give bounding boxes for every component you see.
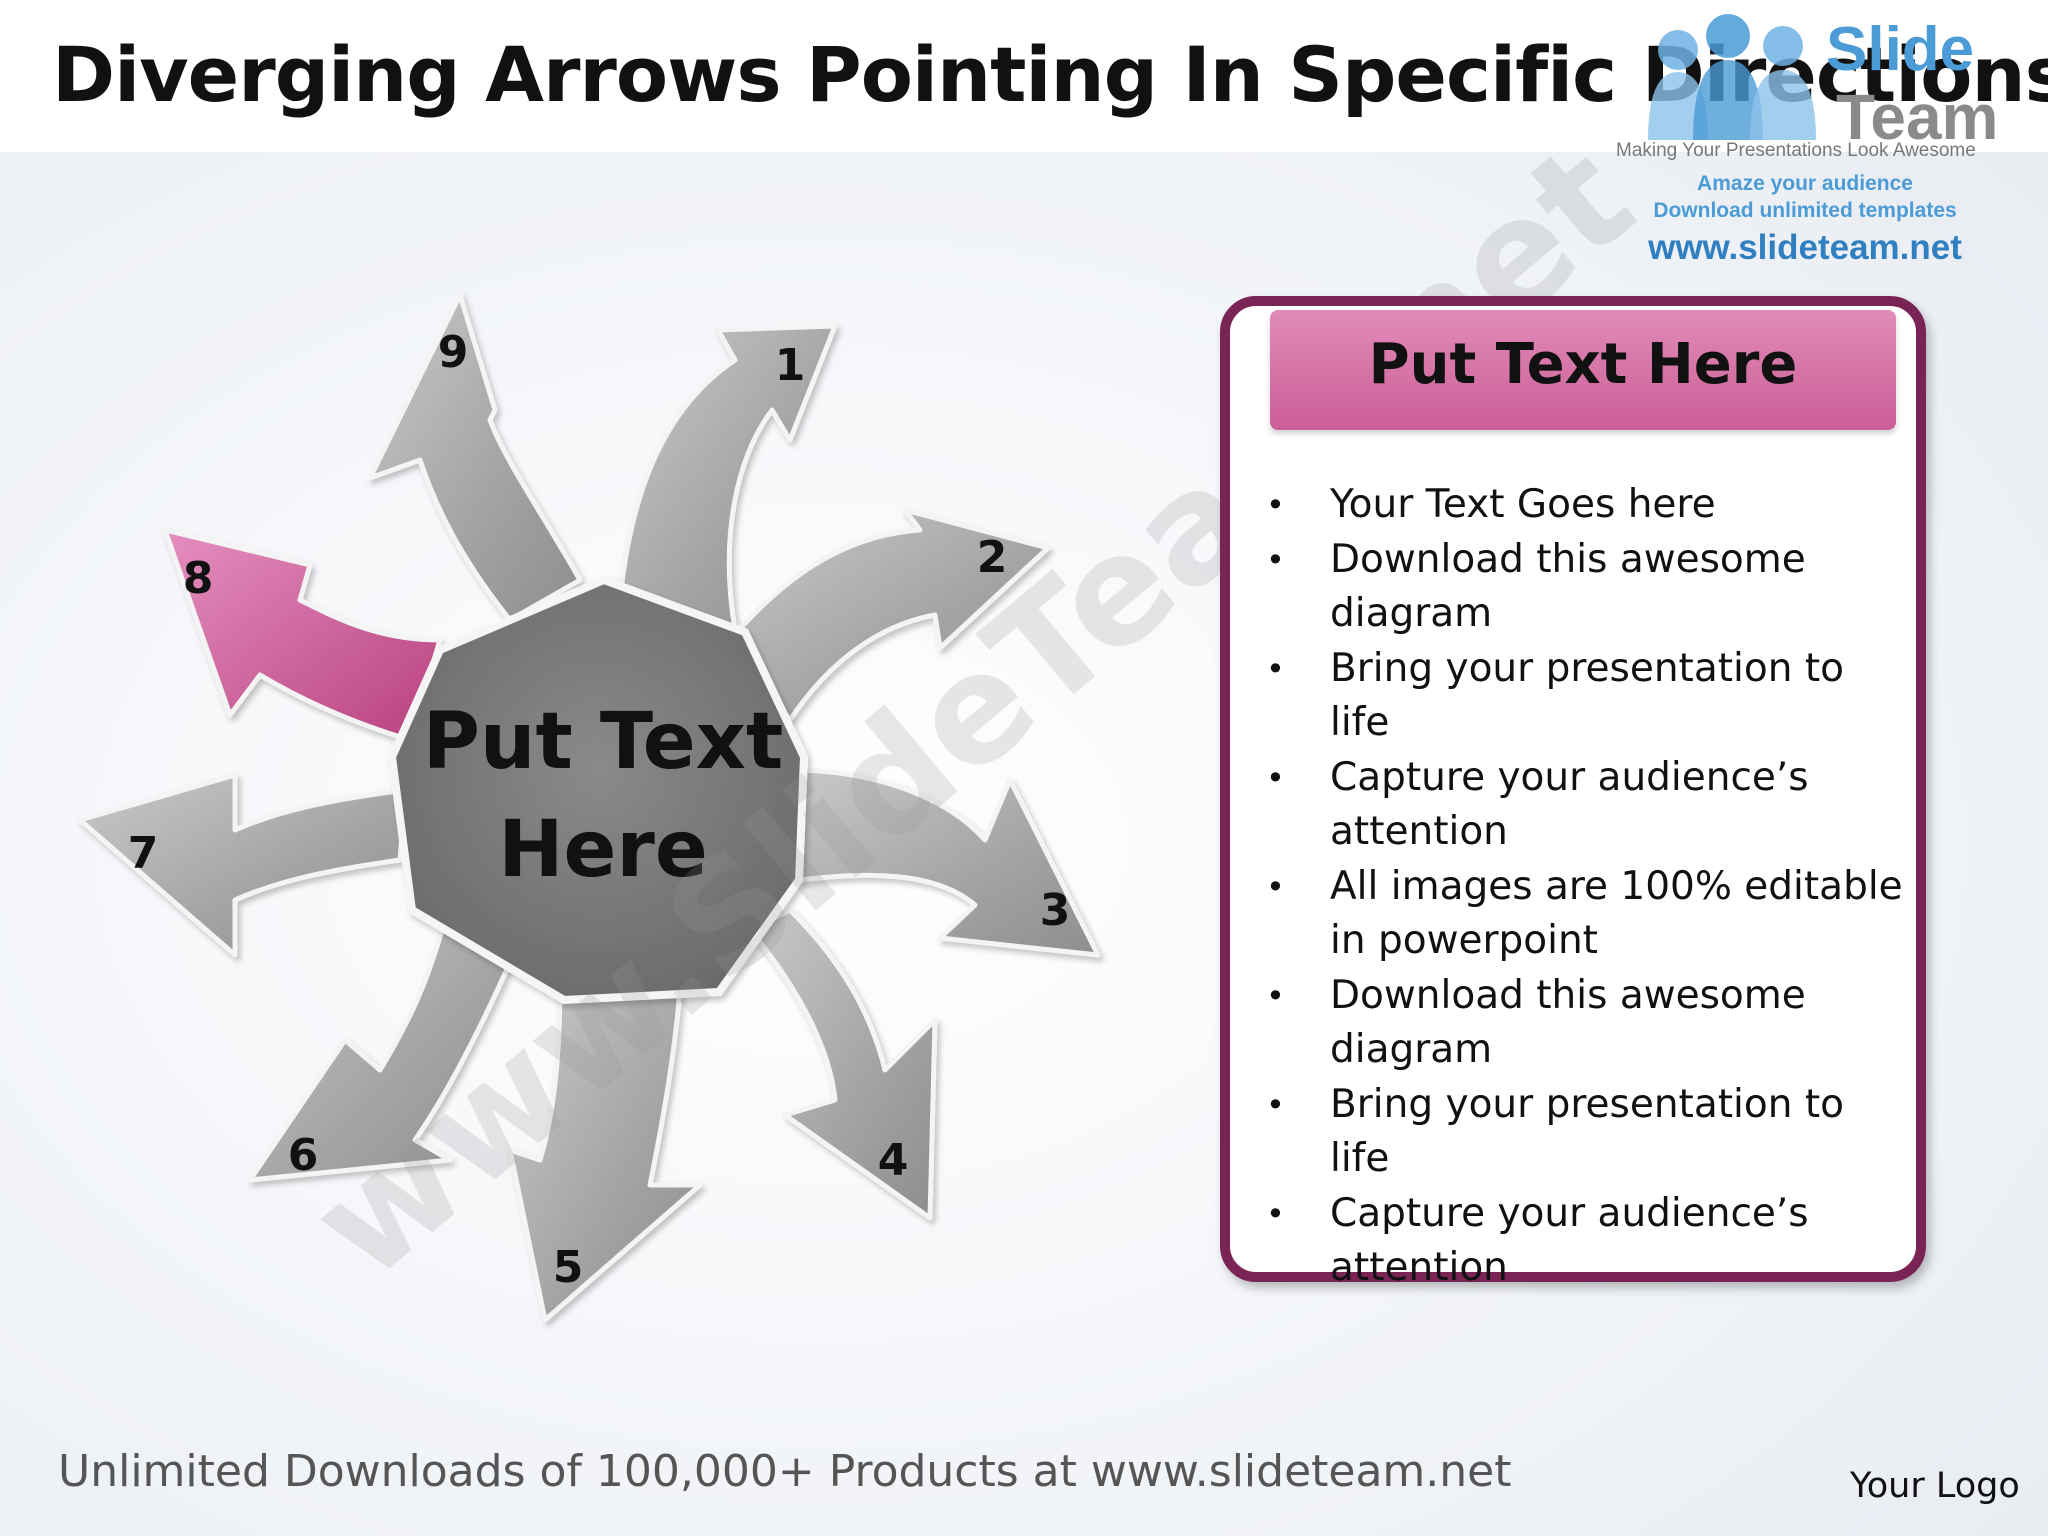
bullet-dot-icon: • bbox=[1266, 867, 1285, 906]
bullet-item: • All images are 100% editable in powerpo… bbox=[1266, 860, 1906, 969]
footer-text: Unlimited Downloads of 100,000+ Products… bbox=[58, 1446, 1512, 1497]
arrow-number-4: 4 bbox=[878, 1135, 909, 1186]
bullet-text: Bring your presentation to life bbox=[1330, 1081, 1844, 1182]
bullet-item: • Capture your audience’s attention bbox=[1266, 1187, 1906, 1296]
logo-url: www.slideteam.net bbox=[1648, 228, 1962, 267]
arrow-1 bbox=[617, 323, 838, 633]
arrow-5 bbox=[507, 977, 703, 1323]
arrow-number-3: 3 bbox=[1040, 885, 1071, 936]
logo-amaze-line: Amaze your audience bbox=[1697, 172, 1913, 195]
center-text-line1: Put Text bbox=[423, 697, 783, 787]
bullet-dot-icon: • bbox=[1266, 1085, 1285, 1124]
panel-header-text: Put Text Here bbox=[1368, 332, 1798, 397]
arrow-number-6: 6 bbox=[288, 1130, 319, 1181]
arrows-layer bbox=[77, 292, 1101, 1323]
arrow-9 bbox=[367, 292, 583, 623]
center-hub bbox=[387, 575, 809, 1005]
slideteam-logo: Slide Team Making Your Presentations Loo… bbox=[1600, 8, 2040, 268]
arrow-7 bbox=[77, 772, 408, 958]
bullet-dot-icon: • bbox=[1266, 486, 1285, 524]
arrow-8 bbox=[162, 527, 443, 743]
center-text-line2: Here bbox=[498, 805, 708, 895]
logo-download-line: Download unlimited templates bbox=[1653, 199, 1957, 222]
bullet-text: Bring your presentation to life bbox=[1330, 645, 1844, 746]
bullet-text: Download this awesome diagram bbox=[1330, 972, 1806, 1073]
logo-word-team: Team bbox=[1836, 81, 1999, 153]
arrow-number-2: 2 bbox=[977, 532, 1008, 583]
bullet-item: • Download this awesome diagram bbox=[1266, 969, 1906, 1078]
bullet-item: • Capture your audience’s attention bbox=[1266, 751, 1906, 860]
bullet-item: • Download this awesome diagram bbox=[1266, 533, 1906, 642]
arrow-3 bbox=[787, 767, 1101, 958]
arrow-number-8: 8 bbox=[183, 553, 214, 604]
bullet-item: • Your Text Goes here bbox=[1266, 478, 1906, 533]
numbers-layer: 1 2 3 4 5 6 7 8 9 bbox=[128, 327, 1071, 1293]
arrow-number-9: 9 bbox=[438, 327, 469, 378]
bullet-item: • Bring your presentation to life bbox=[1266, 642, 1906, 751]
people-logo-icon bbox=[1648, 14, 1816, 140]
arrow-number-1: 1 bbox=[775, 340, 806, 391]
bullet-text: Download this awesome diagram bbox=[1330, 536, 1806, 637]
bullet-item: • Bring your presentation to life bbox=[1266, 1078, 1906, 1187]
arrow-4 bbox=[747, 907, 938, 1221]
your-logo-placeholder: Your Logo bbox=[1850, 1466, 2020, 1506]
arrow-2 bbox=[727, 507, 1051, 723]
bullet-text: All images are 100% editable in powerpoi… bbox=[1330, 863, 1903, 964]
bullet-list: • Your Text Goes here • Download this awes… bbox=[1266, 478, 1906, 1296]
bullet-dot-icon: • bbox=[1266, 976, 1285, 1015]
bullet-text: Capture your audience’s attention bbox=[1330, 754, 1809, 855]
arrow-6 bbox=[247, 897, 523, 1183]
text-panel: Put Text Here • Your Text Goes here • Down… bbox=[1220, 296, 1926, 1290]
arrow-number-7: 7 bbox=[128, 828, 159, 879]
bullet-dot-icon: • bbox=[1266, 758, 1285, 797]
bullet-dot-icon: • bbox=[1266, 540, 1285, 579]
panel-header: Put Text Here bbox=[1270, 310, 1896, 430]
bullet-text: Capture your audience’s attention bbox=[1330, 1190, 1809, 1291]
bullet-text: Your Text Goes here bbox=[1330, 482, 1716, 527]
bullet-dot-icon: • bbox=[1266, 649, 1285, 688]
logo-word-slide: Slide bbox=[1826, 15, 1975, 84]
bullet-dot-icon: • bbox=[1266, 1194, 1285, 1233]
arrow-number-5: 5 bbox=[553, 1242, 584, 1293]
logo-tagline: Making Your Presentations Look Awesome bbox=[1616, 140, 1976, 161]
